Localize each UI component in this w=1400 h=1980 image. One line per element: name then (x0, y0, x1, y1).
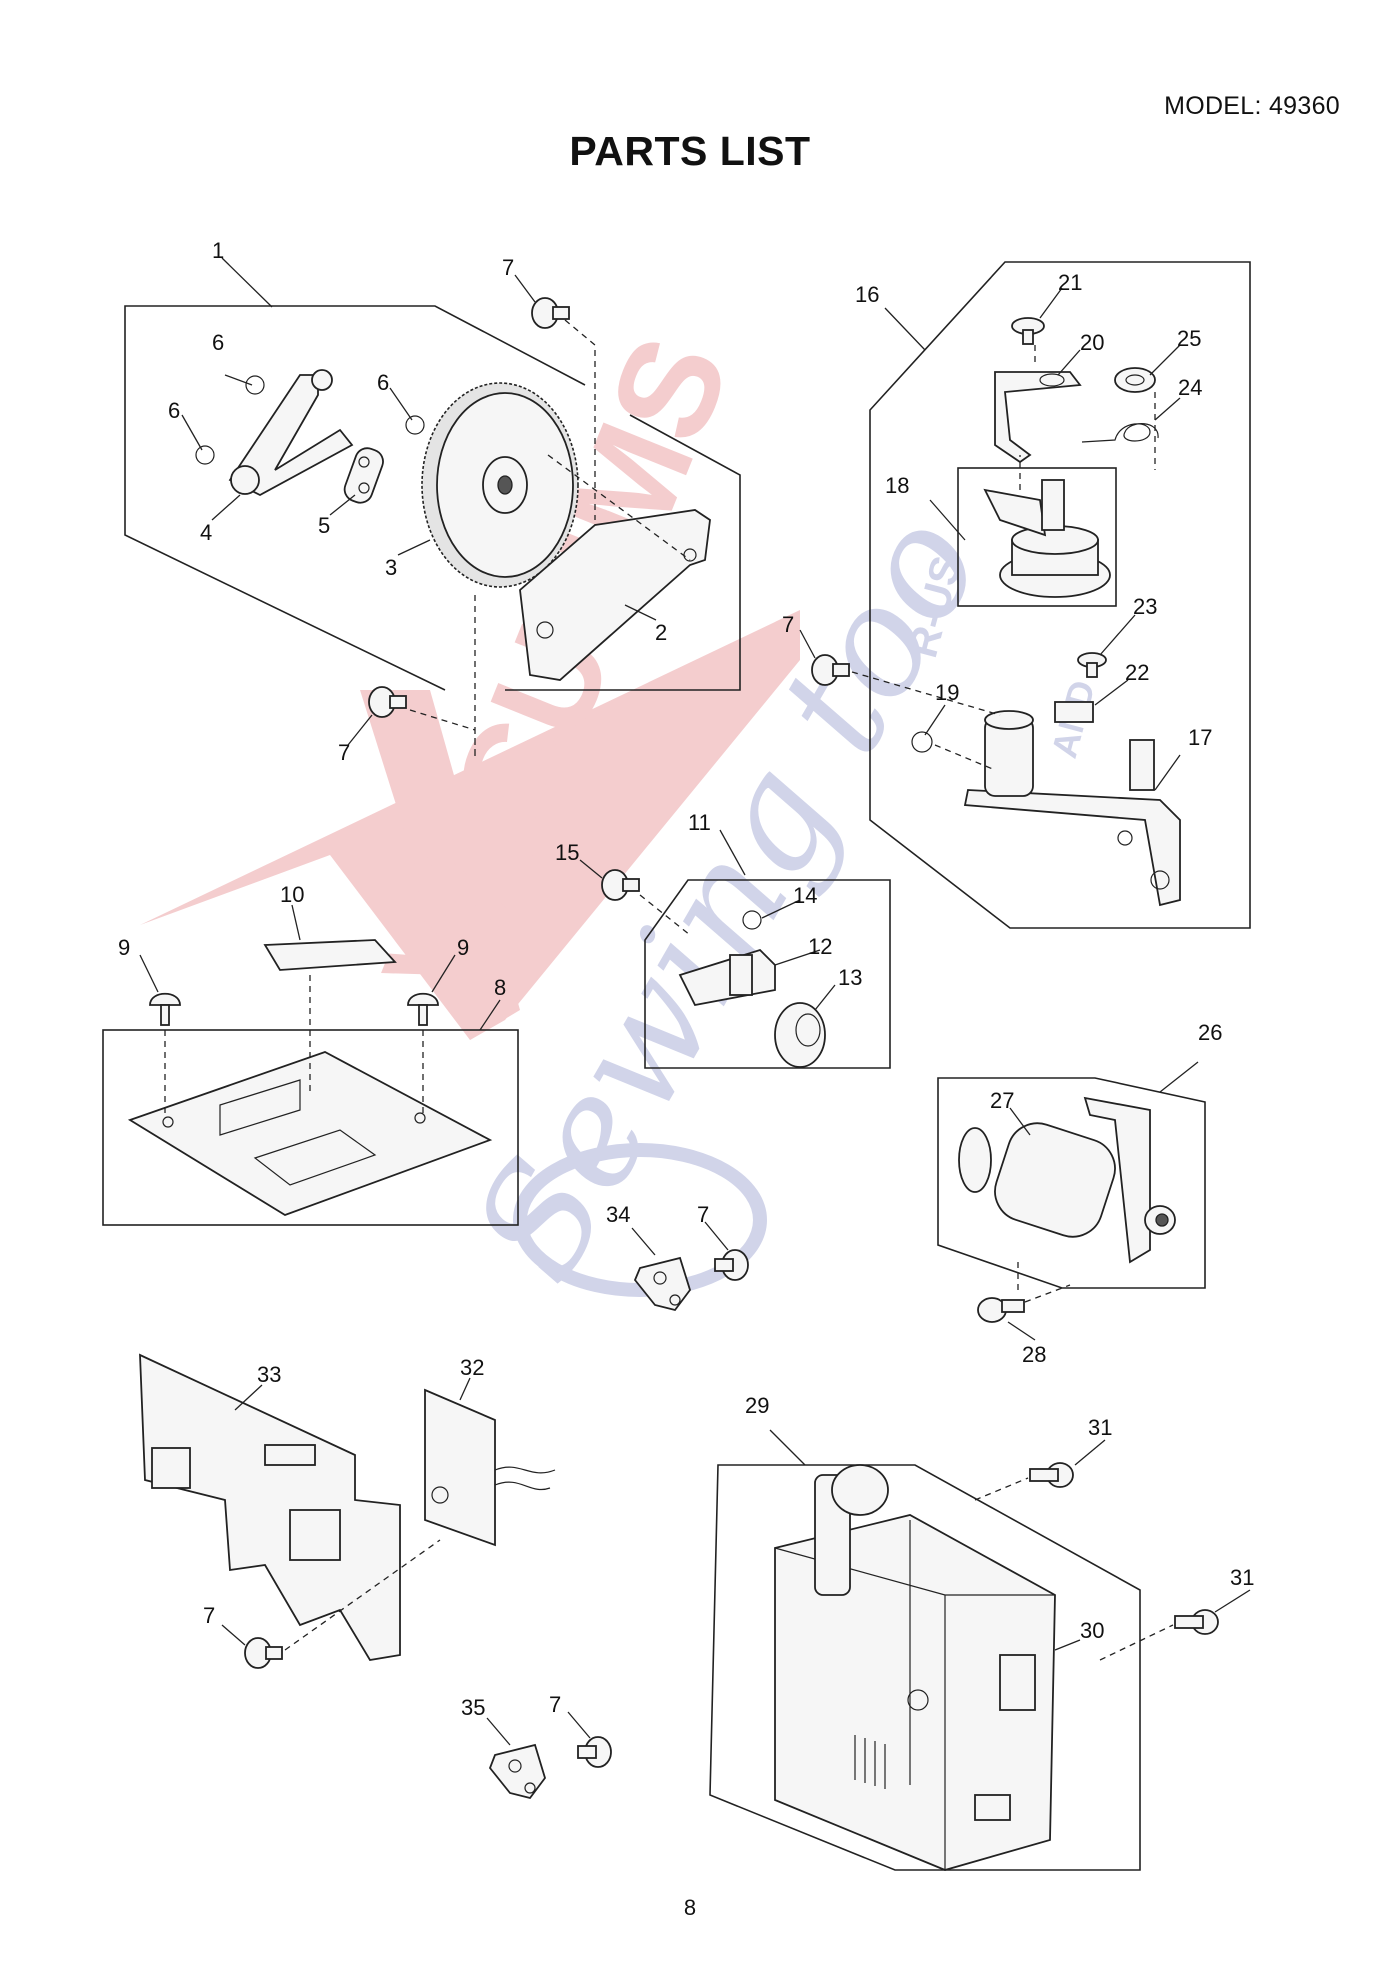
callout-7-c: 7 (782, 612, 794, 637)
needle-plate-group (102, 904, 519, 1226)
assembly-1-group (124, 257, 741, 760)
model-number: MODEL: 49360 (1164, 92, 1340, 120)
assembly-11-group (579, 829, 891, 1069)
callout-31-a: 31 (1088, 1415, 1112, 1440)
callout-3: 3 (385, 555, 397, 580)
callout-18: 18 (885, 473, 909, 498)
callout-28: 28 (1022, 1342, 1046, 1367)
callout-29: 29 (745, 1393, 769, 1418)
callout-21: 21 (1058, 270, 1082, 295)
callout-19: 19 (935, 680, 959, 705)
callout-6-c: 6 (377, 370, 389, 395)
callout-5: 5 (318, 513, 330, 538)
callout-23: 23 (1133, 594, 1157, 619)
callout-35: 35 (461, 1695, 485, 1720)
callout-7-b: 7 (338, 740, 350, 765)
assembly-16-group (799, 261, 1251, 929)
screw-7-left (368, 686, 407, 718)
callout-32: 32 (460, 1355, 484, 1380)
callout-7-f: 7 (549, 1692, 561, 1717)
callout-20: 20 (1080, 330, 1104, 355)
callout-6-a: 6 (212, 330, 224, 355)
callout-13: 13 (838, 965, 862, 990)
callout-17: 17 (1188, 725, 1212, 750)
callout-7-d: 7 (697, 1202, 709, 1227)
callout-labels: 1 2 3 4 5 6 6 6 7 7 7 7 7 7 8 9 9 10 11 … (118, 238, 1254, 1720)
power-unit-group (709, 1429, 1251, 1871)
bracket-34 (631, 1221, 749, 1312)
callout-8: 8 (494, 975, 506, 1000)
callout-30: 30 (1080, 1618, 1104, 1643)
callout-14: 14 (793, 883, 817, 908)
callout-1: 1 (212, 238, 224, 263)
bracket-35 (486, 1711, 612, 1800)
page-title: PARTS LIST (569, 128, 811, 174)
callout-27: 27 (990, 1088, 1014, 1113)
callout-33: 33 (257, 1362, 281, 1387)
panel-group (139, 1353, 556, 1669)
page-number: 8 (683, 1895, 697, 1920)
callout-10: 10 (280, 882, 304, 907)
callout-22: 22 (1125, 660, 1149, 685)
callout-9-a: 9 (118, 935, 130, 960)
callout-4: 4 (200, 520, 212, 545)
callout-9-b: 9 (457, 935, 469, 960)
callout-12: 12 (808, 934, 832, 959)
callout-7-a: 7 (502, 255, 514, 280)
callout-11: 11 (688, 810, 711, 835)
callout-34: 34 (606, 1202, 630, 1227)
callout-26: 26 (1198, 1020, 1222, 1045)
callout-31-b: 31 (1230, 1565, 1254, 1590)
screw-7-top (531, 297, 570, 329)
callout-15: 15 (555, 840, 579, 865)
callout-24: 24 (1178, 375, 1202, 400)
callout-7-e: 7 (203, 1603, 215, 1628)
callout-2: 2 (655, 620, 667, 645)
motor-group (937, 1061, 1206, 1341)
callout-16: 16 (855, 282, 879, 307)
callout-25: 25 (1177, 326, 1201, 351)
callout-6-b: 6 (168, 398, 180, 423)
